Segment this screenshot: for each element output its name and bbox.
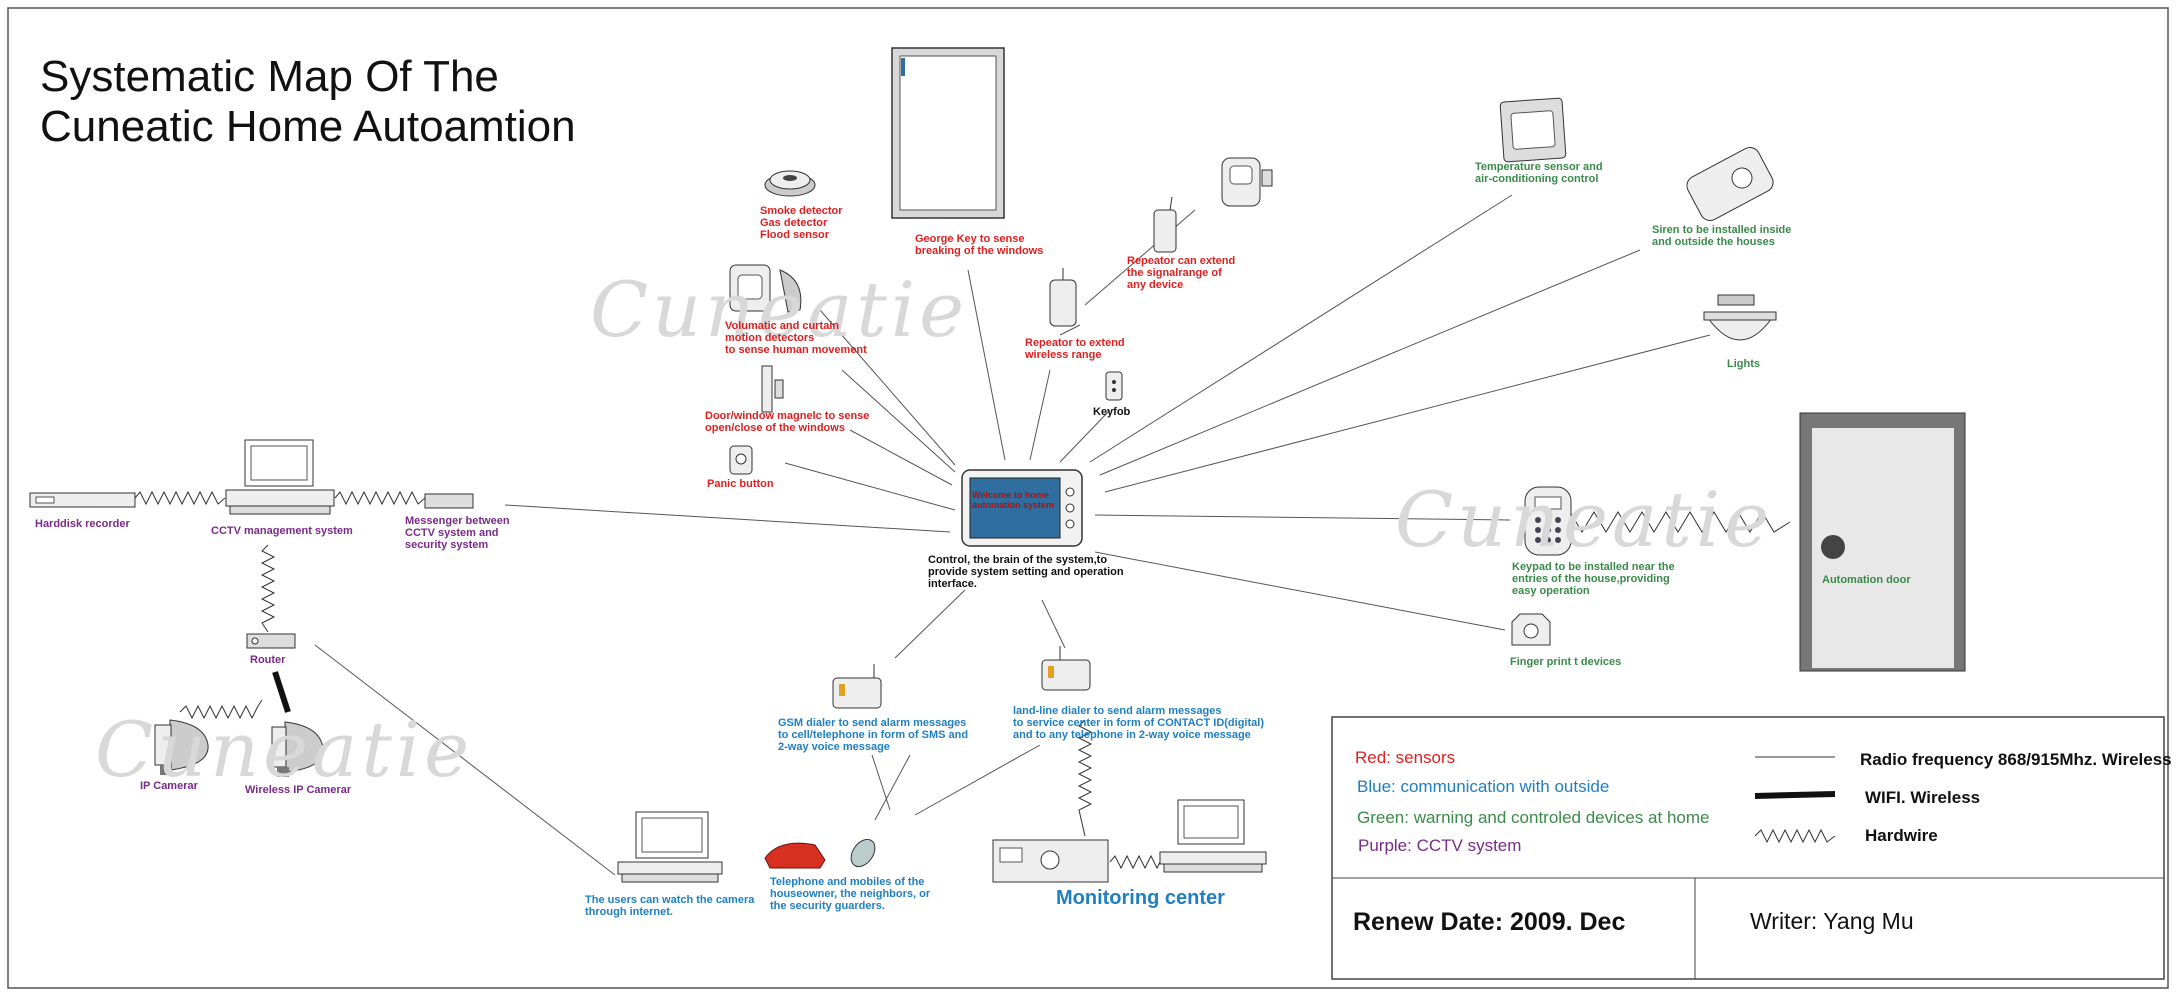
telephone-label: Telephone and mobiles of the houseowner,… <box>770 876 931 912</box>
watermark-logo: Cuneatie <box>590 265 969 354</box>
panic-button-label: Panic button <box>707 478 774 490</box>
legend-communication: Blue: communication with outside <box>1357 777 1610 796</box>
legend-warning-devices: Green: warning and controled devices at … <box>1357 808 1710 827</box>
motion-detector-illustration <box>729 264 802 313</box>
automation-door-illustration <box>1799 412 1966 672</box>
cctv-management-label: CCTV management system <box>211 525 353 537</box>
legend-hardwire-label: Hardwire <box>1865 826 1938 845</box>
gsm-dialer-illustration <box>832 664 882 709</box>
automation-door-label: Automation door <box>1822 574 1911 586</box>
radio-links <box>314 194 1711 876</box>
wireless-ip-camera-illustration <box>271 721 324 777</box>
repeater-wireless-illustration <box>1049 268 1077 327</box>
keypad-label: Keypad to be installed near the entries … <box>1512 561 1675 597</box>
landline-dialer-label: land-line dialer to send alarm messages … <box>1013 705 1264 741</box>
internet-computer-illustration <box>617 811 723 883</box>
lights-illustration <box>1703 294 1777 341</box>
harddisk-recorder-illustration <box>29 492 136 508</box>
router-label: Router <box>250 654 286 666</box>
legend-hardwire-line <box>1754 828 1836 844</box>
legend-wifi-line <box>1754 791 1836 799</box>
control-panel-illustration <box>961 469 1083 547</box>
legend-wifi-label: WIFI. Wireless <box>1865 788 1981 807</box>
keyfob-label: Keyfob <box>1093 406 1131 418</box>
temperature-sensor-illustration <box>1499 97 1567 163</box>
panic-button-illustration <box>729 445 753 475</box>
pir-top-illustration <box>1221 157 1273 207</box>
legend-box <box>1331 716 2165 980</box>
temperature-sensor-label: Temperature sensor and air-conditioning … <box>1475 161 1603 185</box>
outer-border <box>7 7 2169 989</box>
renew-date: Renew Date: 2009. Dec <box>1353 908 1626 936</box>
hardwire-links <box>134 490 1791 870</box>
siren-illustration <box>1686 147 1774 221</box>
router-illustration <box>246 633 296 649</box>
george-key-label: George Key to sense breaking of the wind… <box>915 233 1044 257</box>
wifi-link <box>272 671 291 713</box>
messenger-illustration <box>424 493 474 509</box>
keyfob-illustration <box>1105 371 1123 401</box>
fingerprint-label: Finger print t devices <box>1510 656 1622 668</box>
siren-label: Siren to be installed inside and outside… <box>1652 224 1792 248</box>
internet-label: The users can watch the camera through i… <box>585 894 755 918</box>
legend-cctv: Purple: CCTV system <box>1358 836 1522 855</box>
messenger-label: Messenger between CCTV system and securi… <box>405 515 510 551</box>
wireless-ip-camera-label: Wireless IP Camerar <box>245 784 352 796</box>
gsm-dialer-label: GSM dialer to send alarm messages to cel… <box>778 717 969 753</box>
telephone-illustration <box>764 838 876 869</box>
repeater-top-illustration <box>1153 196 1177 253</box>
watermark-logo: Cuneatie <box>95 705 474 794</box>
door-window-label: Door/window magnelc to sense open/close … <box>705 410 870 434</box>
repeater-extend-label: Repeator can extend the signalrange of a… <box>1127 255 1236 291</box>
watermark-logo: Cuneatie <box>1395 475 1774 564</box>
monitoring-center-illustration <box>992 799 1267 883</box>
repeater-wireless-label: Repeator to extend wireless range <box>1025 337 1125 361</box>
window-sensor-illustration <box>891 47 1005 219</box>
monitoring-center-label: Monitoring center <box>1056 887 1225 909</box>
lights-label: Lights <box>1727 358 1760 370</box>
ip-camera-label: IP Camerar <box>140 780 198 792</box>
writer: Writer: Yang Mu <box>1750 908 1914 934</box>
smoke-detector-label: Smoke detector Gas detector Flood sensor <box>760 205 843 241</box>
landline-dialer-illustration <box>1041 646 1091 691</box>
motion-detector-label: Volumatic and curtain motion detectors t… <box>725 320 867 356</box>
control-screen-text: Welcome to home automation system <box>972 490 1055 510</box>
legend-radio-label: Radio frequency 868/915Mhz. Wireless <box>1860 750 2172 769</box>
cctv-computer-illustration <box>225 439 335 515</box>
door-magnetic-illustration <box>761 365 784 413</box>
ip-camera-illustration <box>154 719 209 775</box>
keypad-illustration <box>1524 486 1572 556</box>
smoke-detector-illustration <box>764 170 816 197</box>
harddisk-recorder-label: Harddisk recorder <box>35 518 130 530</box>
fingerprint-illustration <box>1511 613 1551 646</box>
page-title: Systematic Map Of The Cuneatic Home Auto… <box>40 52 576 151</box>
legend-sensors: Red: sensors <box>1355 748 1456 767</box>
control-caption: Control, the brain of the system,to prov… <box>928 554 1124 590</box>
